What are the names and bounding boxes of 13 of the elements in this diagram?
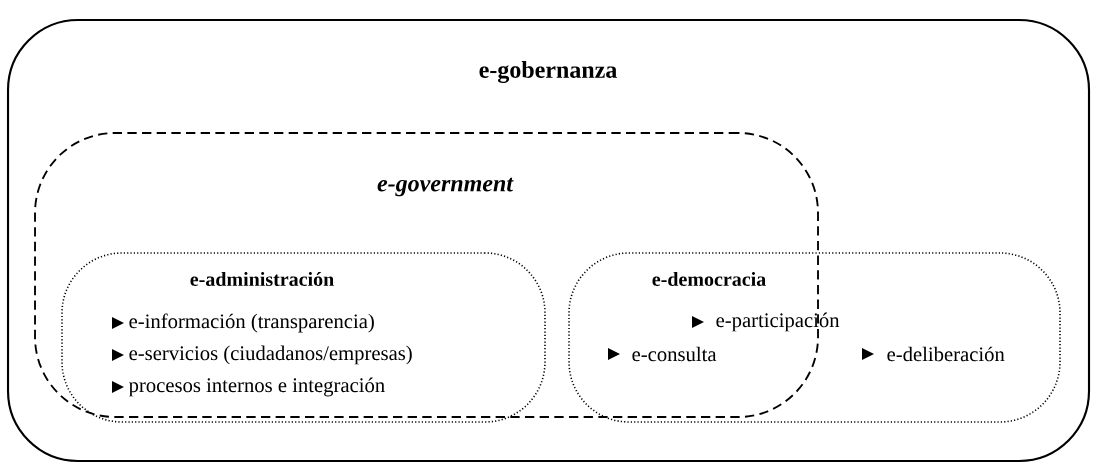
list-item: e-servicios (ciudadanos/empresas) <box>129 345 412 365</box>
dotted-rounded-box <box>568 252 1061 423</box>
box-heading: e-democracia <box>652 271 766 286</box>
list-item: procesos internos e integración <box>128 377 385 397</box>
list-item: e-deliberación <box>887 346 1005 362</box>
dotted-rounded-box <box>61 252 546 423</box>
list-item: e-participación <box>716 312 840 332</box>
outer-rounded-box <box>6 18 1091 463</box>
list-item: e-consulta <box>632 346 717 362</box>
box-heading: e-government <box>377 177 514 197</box>
list-item: e-información (transparencia) <box>129 313 374 333</box>
box-heading: e-administración <box>190 271 334 287</box>
box-heading: e-gobernanza <box>479 61 617 83</box>
